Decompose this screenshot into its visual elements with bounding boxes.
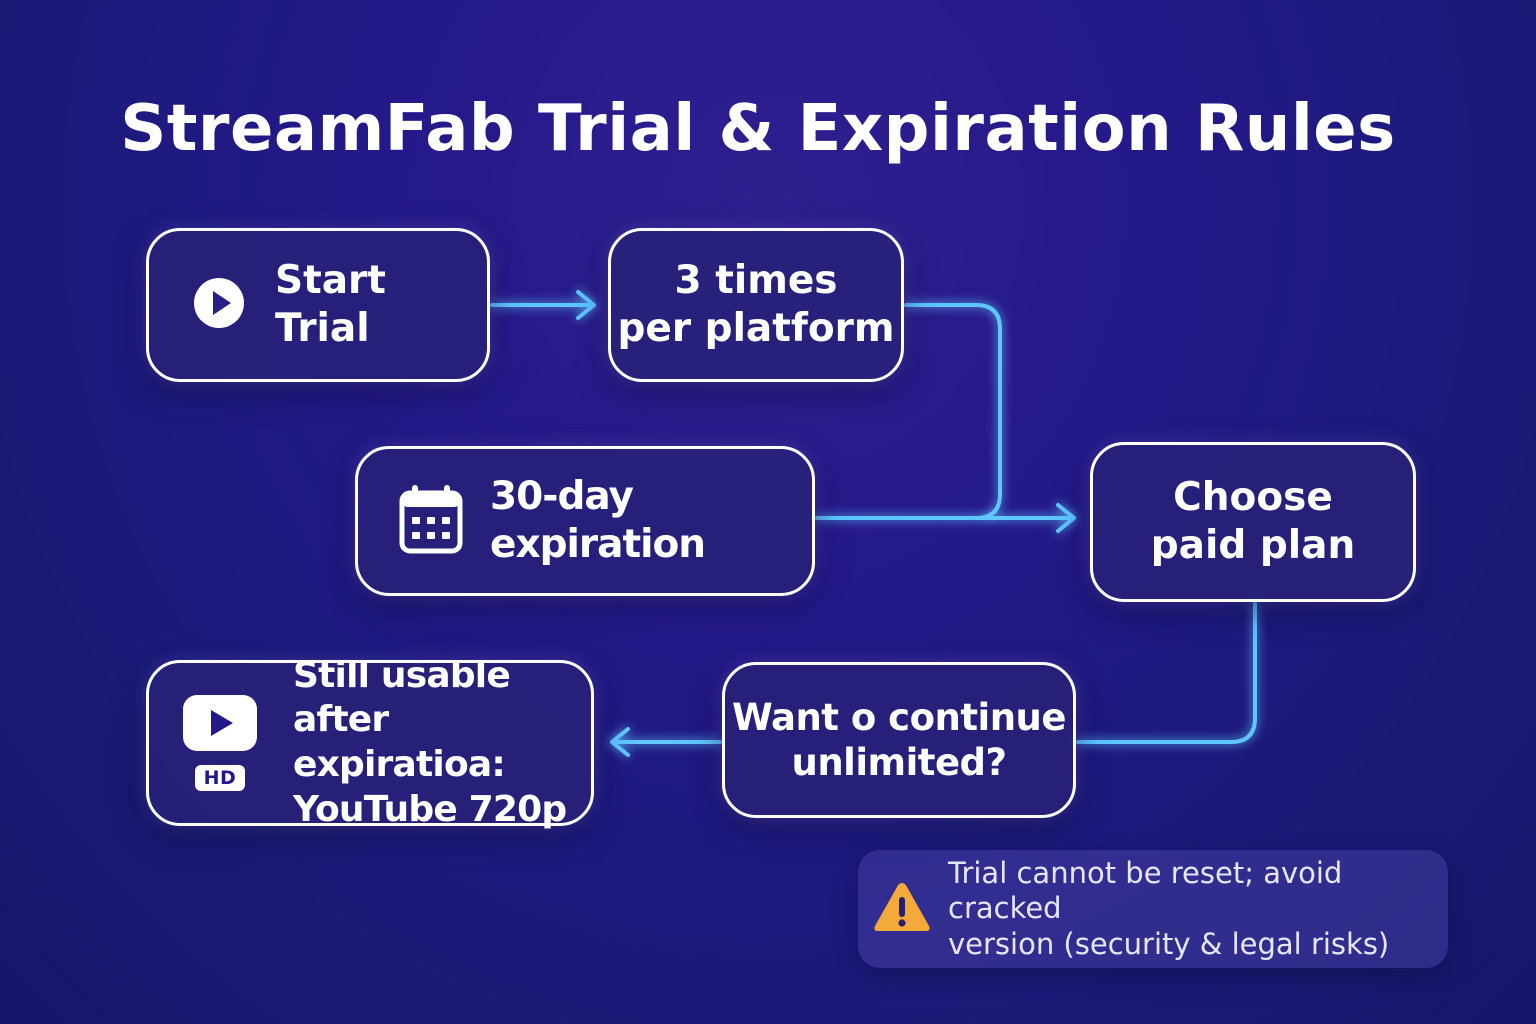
post-expiration-line2: after expiratioa:: [293, 699, 506, 785]
connector-paid-to-want: [1076, 602, 1257, 744]
warning-line1: Trial cannot be reset; avoid cracked: [948, 855, 1343, 926]
start-trial-label: Start Trial: [275, 258, 386, 351]
post-expiration-line1: Still usable: [293, 654, 511, 696]
calendar-icon: [398, 483, 464, 559]
warning-triangle-icon: [872, 880, 932, 938]
trial-count-line1: 3 times: [674, 258, 838, 304]
trial-count-line2: per platform: [617, 306, 895, 351]
connector-times-to-paid: [904, 303, 1002, 520]
arrowhead-paid: [1056, 503, 1076, 533]
expiration-label: 30-day expiration: [490, 474, 706, 567]
hd-badge: HD: [194, 765, 246, 791]
continue-question-line2: unlimited?: [791, 741, 1007, 784]
paid-plan-line2: paid plan: [1150, 523, 1356, 568]
play-circle-icon: [193, 277, 245, 333]
paid-plan-line1: Choose: [1173, 475, 1333, 521]
continue-question-line1: Want o continue: [731, 695, 1067, 739]
arrowhead-times: [576, 290, 596, 320]
start-trial-node: Start Trial: [146, 228, 490, 382]
post-expiration-node: HD Still usable after expiratioa: YouTub…: [146, 655, 594, 830]
continue-question-node: Want o continue unlimited?: [722, 662, 1076, 818]
youtube-play-icon: [183, 695, 257, 755]
paid-plan-node: Choose paid plan: [1090, 442, 1416, 602]
post-expiration-line3: YouTube 720p: [293, 788, 567, 830]
arrowhead-usable: [610, 727, 630, 757]
page-title: StreamFab Trial & Expiration Rules: [120, 92, 1396, 166]
warning-line2: version (security & legal risks): [948, 926, 1390, 961]
warning-note: Trial cannot be reset; avoid cracked ver…: [858, 850, 1448, 968]
trial-count-node: 3 times per platform: [608, 228, 904, 382]
expiration-node: 30-day expiration: [355, 446, 815, 596]
